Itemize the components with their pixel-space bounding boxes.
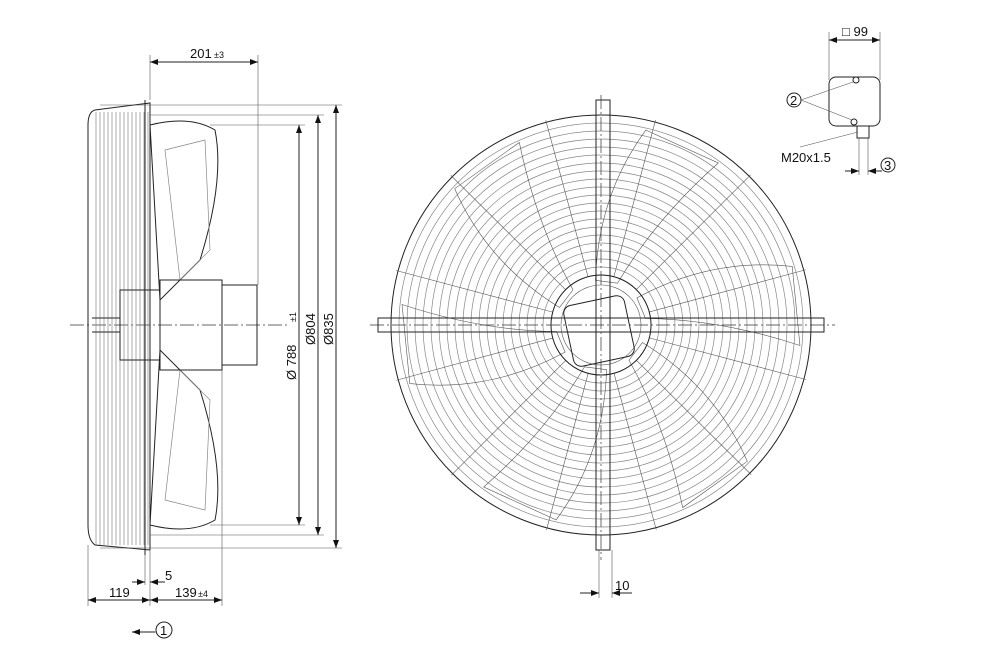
callout-1-circle (155, 621, 173, 639)
dim-ring-diameter: Ø804 (303, 313, 318, 345)
dim-outer-diameter: Ø835 (321, 313, 336, 345)
dim-box-size: □ 99 (842, 24, 868, 39)
fan-blade (595, 129, 719, 284)
motor-rotor (221, 284, 258, 366)
fan-blades (401, 129, 801, 521)
front-view: 10 (370, 95, 835, 598)
grille-spoke (545, 120, 589, 277)
grille-spoke (636, 174, 751, 290)
grille-spoke (450, 175, 566, 290)
dim-total-depth-tol: ±3 (214, 50, 224, 60)
callout-2: 2 (790, 93, 797, 108)
dim-grille-depth: 119 (109, 585, 130, 600)
grille-spoke (649, 337, 806, 380)
dim-strut-width: 10 (615, 578, 629, 593)
grille-spoke (451, 360, 566, 476)
grille-spoke (396, 337, 553, 381)
dim-blade-diameter: Ø 788 (284, 345, 299, 380)
terminal-box-detail: □ 99 2 M20x1.5 3 (781, 24, 896, 175)
blade-lower (149, 348, 219, 530)
fan-blade (483, 366, 607, 521)
cable-gland (856, 125, 870, 139)
dim-blade-diameter-tol: ±1 (288, 312, 298, 322)
grille-spoke (613, 373, 657, 530)
side-dimensions: 201 ±3 Ø 788 ±1 Ø804 Ø835 119 5 139 ±4 1 (87, 46, 342, 639)
fan-blade (636, 264, 801, 346)
fan-blade (454, 141, 574, 308)
fan-blade (401, 304, 566, 386)
cable-gland-thread: M20x1.5 (781, 150, 831, 165)
dim-motor-depth: 139 (175, 585, 197, 600)
dim-motor-depth-tol: ±4 (198, 589, 208, 599)
side-grille (95, 112, 149, 545)
grille-spoke (649, 269, 806, 313)
grille-spoke (636, 360, 752, 475)
fan-blade (628, 342, 748, 509)
callout-1: 1 (160, 623, 167, 638)
grille-spoke (396, 270, 553, 313)
front-terminal-box (563, 295, 635, 367)
callout-3: 3 (884, 158, 891, 173)
grille-frame (87, 109, 151, 551)
dim-total-depth: 201 (190, 46, 212, 61)
grille-spoke (613, 120, 656, 277)
grille-spoke (546, 373, 589, 530)
blade-upper (149, 120, 219, 302)
side-view (70, 100, 290, 555)
dim-offset: 5 (165, 568, 172, 583)
